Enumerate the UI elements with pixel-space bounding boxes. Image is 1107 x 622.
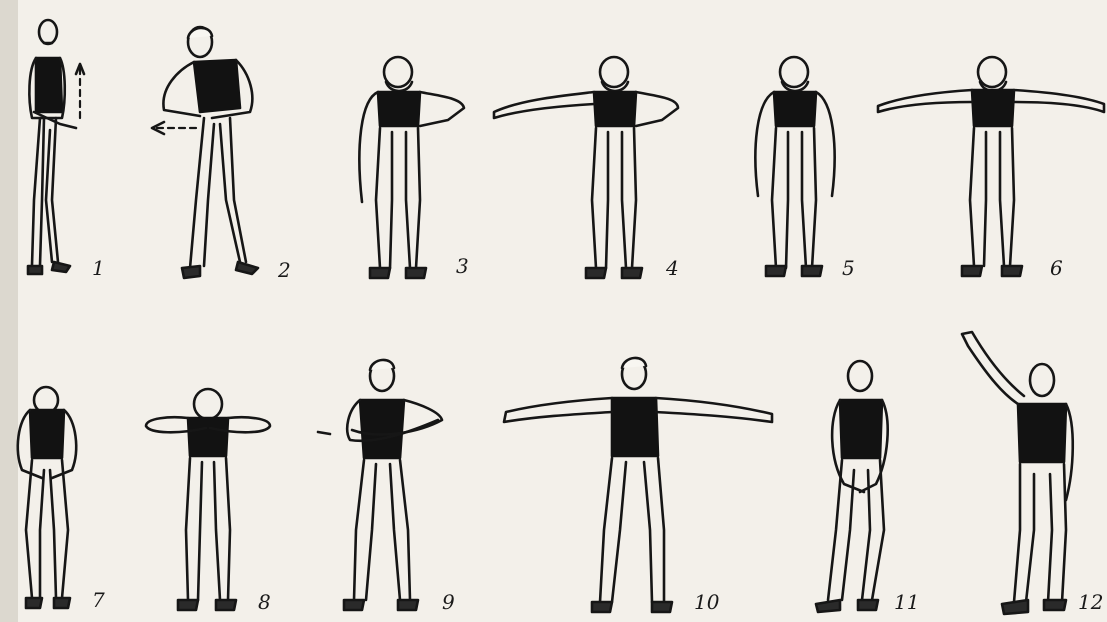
figure-number-7: 7: [92, 590, 105, 610]
figure-number-1: 1: [92, 258, 105, 278]
figure-number-11: 11: [894, 592, 919, 612]
figure-10: [504, 358, 772, 612]
figure-number-2: 2: [278, 260, 291, 280]
figure-8: [146, 389, 270, 610]
figure-number-4: 4: [666, 258, 679, 278]
figure-number-9: 9: [442, 592, 455, 612]
figure-7: [18, 387, 76, 608]
figure-number-8: 8: [258, 592, 271, 612]
figure-number-6: 6: [1050, 258, 1063, 278]
figure-1: [28, 20, 84, 274]
figure-9: [318, 360, 442, 610]
figure-number-12: 12: [1078, 592, 1103, 612]
paper-edge: [0, 0, 18, 622]
figure-5: [755, 57, 834, 276]
figure-6: [878, 57, 1104, 276]
figure-4: [494, 57, 678, 278]
figure-12: [962, 332, 1073, 614]
figure-number-3: 3: [456, 256, 469, 276]
figure-2: [152, 27, 258, 278]
figure-number-10: 10: [694, 592, 719, 612]
figure-number-5: 5: [842, 258, 855, 278]
figure-11: [816, 361, 888, 612]
figure-3: [359, 57, 464, 278]
